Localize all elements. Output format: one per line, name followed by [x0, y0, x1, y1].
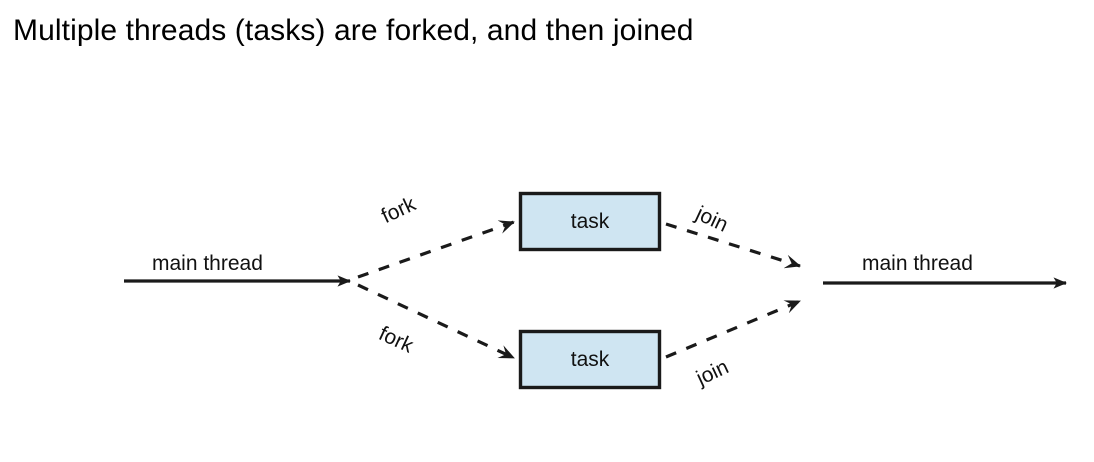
main-thread-right-label: main thread — [862, 252, 973, 275]
fork-lower-arrow — [357, 283, 515, 360]
task-box-lower — [518, 329, 662, 390]
fork-upper-arrow — [357, 220, 515, 279]
task-box-upper — [518, 191, 662, 252]
join-lower-arrow — [665, 299, 801, 359]
join-upper-arrow — [665, 222, 801, 269]
page-title: Multiple threads (tasks) are forked, and… — [13, 14, 694, 47]
main-thread-left-label: main thread — [152, 252, 263, 275]
